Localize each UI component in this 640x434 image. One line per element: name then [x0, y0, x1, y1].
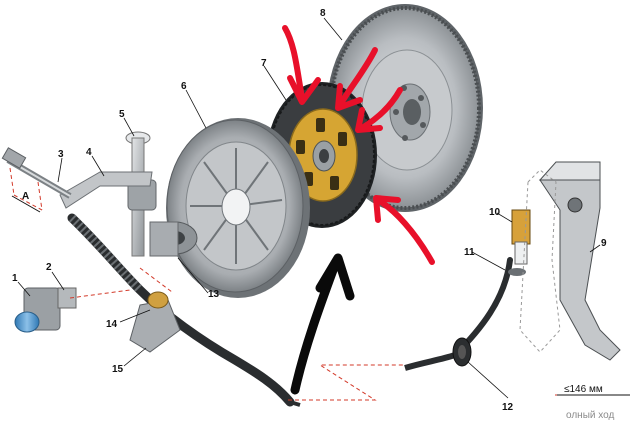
label-2: 2	[46, 262, 52, 273]
grommet	[452, 337, 472, 367]
pedal-travel-label: ≤146 мм	[564, 384, 603, 395]
label-5: 5	[119, 109, 125, 120]
callout-numbers: 1 2 3 4 5 6 7 8 9 10 11 12 13 14 15	[12, 8, 607, 413]
label-7: 7	[261, 58, 267, 69]
label-13: 13	[208, 289, 220, 300]
red-arrow-icon	[282, 25, 321, 105]
label-1: 1	[12, 273, 18, 284]
red-arrow-icon	[373, 195, 435, 265]
label-4: 4	[86, 147, 92, 158]
fork-shaft	[125, 131, 157, 257]
black-arrow-icon	[290, 253, 355, 395]
release-bearing	[149, 221, 198, 257]
red-arrows	[282, 25, 435, 265]
red-arrow-icon	[335, 47, 378, 111]
pedal-travel-caption: олный ход	[566, 410, 614, 421]
label-6: 6	[181, 81, 187, 92]
pressure-plate	[166, 118, 310, 298]
label-9: 9	[601, 238, 607, 249]
label-15: 15	[112, 364, 124, 375]
red-arrow-icon	[355, 87, 403, 133]
label-10: 10	[489, 207, 501, 218]
label-11: 11	[464, 247, 475, 258]
label-8: 8	[320, 8, 326, 19]
callout-leaders	[17, 17, 601, 399]
pedal-assembly	[508, 161, 621, 361]
fork-lever	[59, 171, 153, 209]
dimension-a-label: A	[22, 191, 29, 202]
pedal-travel-dimension: ≤146 мм олный ход	[557, 384, 630, 421]
pedal-travel-outline	[519, 169, 561, 353]
adjusting-rod	[1, 147, 72, 199]
input-shaft	[14, 287, 77, 333]
label-3: 3	[58, 149, 64, 160]
label-14: 14	[106, 319, 118, 330]
label-12: 12	[502, 402, 514, 413]
dimension-a: A	[11, 191, 41, 213]
cable-bracket	[129, 291, 181, 353]
